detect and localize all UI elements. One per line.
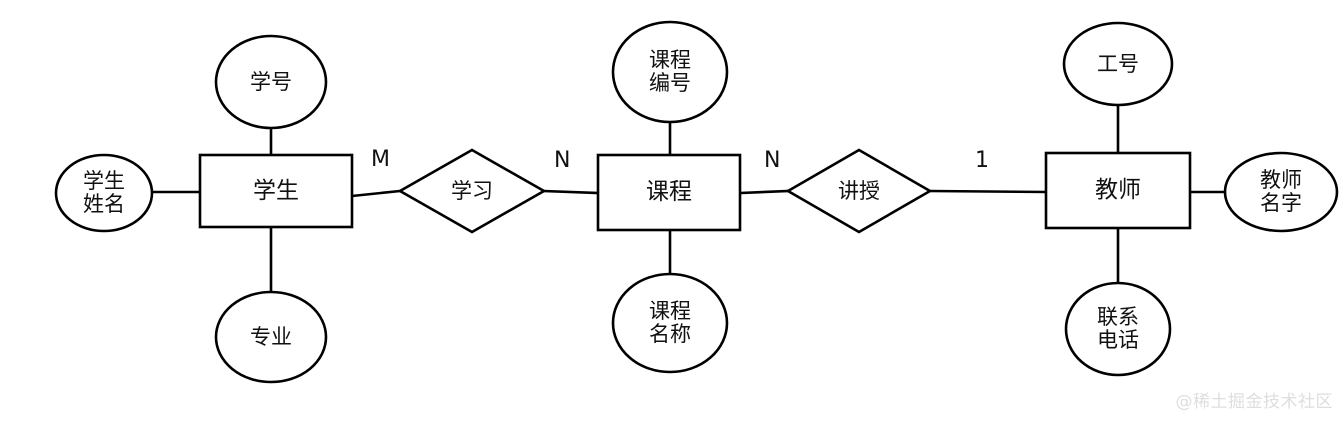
attribute-ellipse-student-name[interactable] (54, 153, 154, 233)
attribute-ellipse-student-major[interactable] (214, 290, 328, 384)
cardinality-label-card-n1: N (554, 148, 571, 173)
connector-line (542, 189, 600, 195)
attribute-ellipse-teacher-name[interactable] (1223, 151, 1339, 233)
attribute-ellipse-student-id[interactable] (214, 34, 328, 130)
watermark: @稀土掘金技术社区 (1175, 392, 1333, 412)
cardinality-label-card-m: M (371, 147, 390, 172)
connector-line (350, 189, 402, 198)
connector-line (928, 189, 1048, 194)
connector-layer (150, 103, 1227, 294)
relationship-diamond-teach[interactable] (785, 148, 933, 234)
shape-layer (54, 20, 1339, 384)
entity-box-teacher[interactable] (1044, 151, 1192, 230)
cardinality-label-card-n2: N (764, 148, 781, 173)
attribute-ellipse-course-no[interactable] (611, 20, 729, 124)
attribute-ellipse-course-name[interactable] (611, 272, 729, 374)
attribute-ellipse-teacher-phone[interactable] (1064, 281, 1172, 377)
entity-box-course[interactable] (596, 153, 742, 232)
relationship-diamond-study[interactable] (397, 148, 547, 234)
cardinality-label-card-1: 1 (975, 148, 989, 173)
entity-box-student[interactable] (198, 153, 354, 229)
attribute-ellipse-teacher-no[interactable] (1062, 21, 1174, 107)
connector-line (738, 189, 790, 195)
